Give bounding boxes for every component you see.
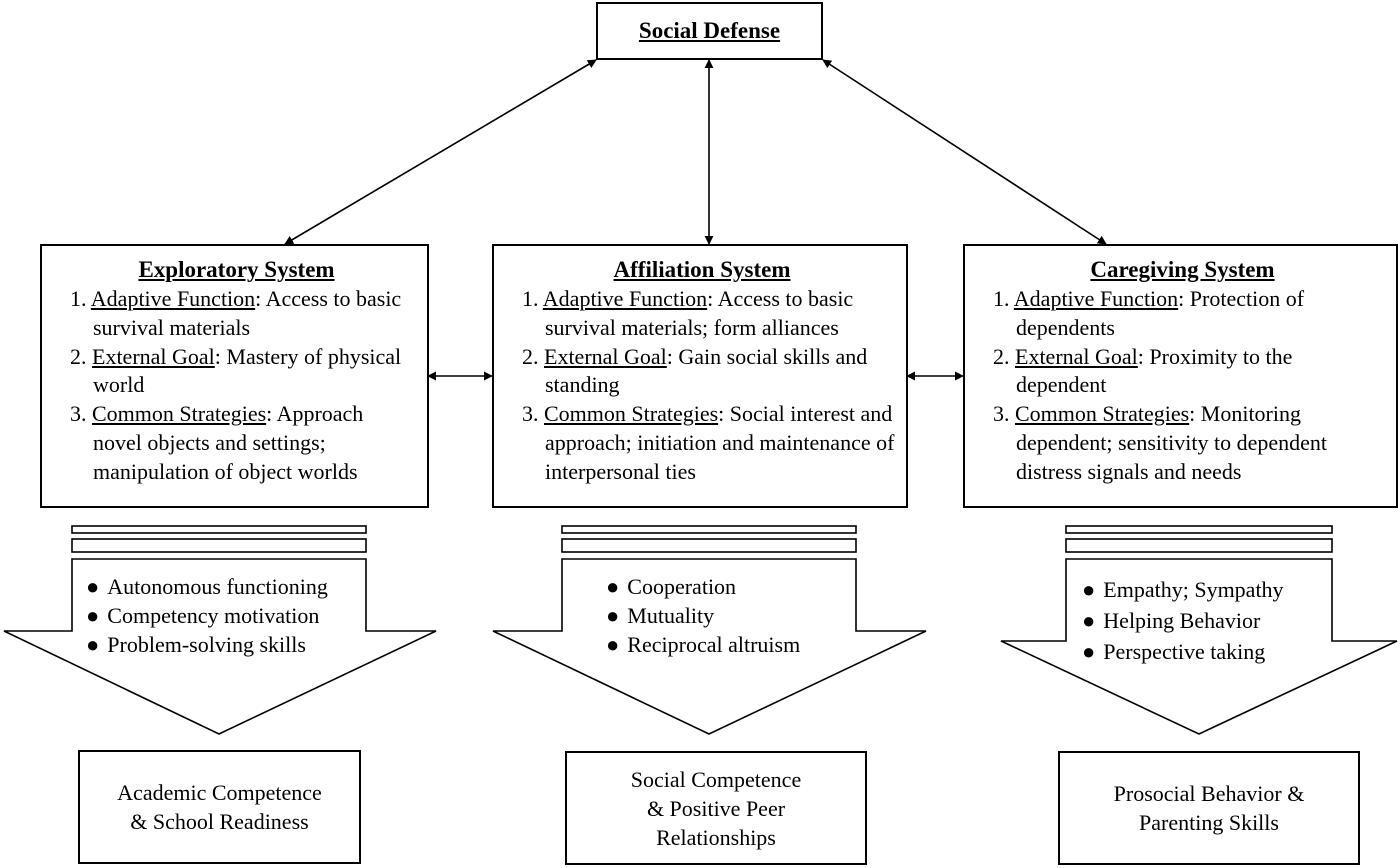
outcome-line: & Positive Peer <box>646 795 786 821</box>
bullet-text: Empathy; Sympathy <box>1103 577 1284 602</box>
caregiving-system-title: Caregiving System <box>1090 257 1275 282</box>
double-bar-exploratory-top <box>71 525 367 534</box>
social-defense-title: Social Defense <box>638 18 781 43</box>
down-arrow-exploratory <box>3 558 437 735</box>
double-bar-exploratory-bottom <box>71 538 367 553</box>
exploratory-system-title: Exploratory System <box>138 257 335 282</box>
bullet-item: ● Perspective taking <box>1082 636 1284 667</box>
outcome-line: & School Readiness <box>130 809 309 834</box>
item-text: : Gain social skills and standing <box>545 343 868 398</box>
outcome-box-academic: Academic Competence & School Readiness <box>78 750 361 864</box>
item-text: : Access to basic survival materials; fo… <box>545 286 854 340</box>
item-key: Adaptive Function <box>90 286 256 311</box>
bullet-text: Helping Behavior <box>1103 608 1261 633</box>
caregiving-system-box: Caregiving System 1. Adaptive Function: … <box>963 244 1398 508</box>
exploratory-item-adaptive-function: 1. Adaptive Function: Access to basic su… <box>56 285 417 343</box>
item-number: 2. <box>70 343 92 369</box>
arrow-social-defense-exploratory <box>284 59 597 245</box>
outcome-box-prosocial: Prosocial Behavior & Parenting Skills <box>1058 751 1360 865</box>
affiliation-item-common-strategies: 3. Common Strategies: Social interest an… <box>508 400 896 486</box>
item-number: 1. <box>522 286 543 311</box>
affiliation-item-external-goal: 2. External Goal: Gain social skills and… <box>508 343 896 401</box>
item-key: Common Strategies <box>92 401 267 427</box>
bullet-text: Perspective taking <box>1103 639 1266 664</box>
outcome-line: Social Competence <box>630 766 802 792</box>
affiliation-item-adaptive-function: 1. Adaptive Function: Access to basic su… <box>508 285 896 343</box>
outcome-line: Relationships <box>656 824 776 850</box>
exploratory-item-common-strategies: 3. Common Strategies: Approach novel obj… <box>56 400 417 486</box>
bullet-item: ● Reciprocal altruism <box>606 630 800 659</box>
item-text: : Mastery of physical world <box>93 343 402 398</box>
item-number: 2. <box>993 343 1015 369</box>
item-text: : Monitoring dependent; sensitivity to d… <box>1016 401 1327 484</box>
caregiving-bullet-list: ● Empathy; Sympathy ● Helping Behavior ● Pe… <box>1082 574 1284 667</box>
item-number: 3. <box>522 401 544 427</box>
bullet-icon: ● <box>86 603 100 628</box>
bullet-text: Competency motivation <box>107 603 320 628</box>
bullet-icon: ● <box>606 603 620 628</box>
double-bar-affiliation-top <box>561 525 857 534</box>
caregiving-item-adaptive-function: 1. Adaptive Function: Protection of depe… <box>979 285 1386 343</box>
bullet-icon: ● <box>1082 577 1096 602</box>
bullet-text: Mutuality <box>627 603 715 628</box>
affiliation-system-title: Affiliation System <box>613 257 791 282</box>
item-key: Adaptive Function <box>542 286 708 311</box>
outcome-line: Parenting Skills <box>1139 810 1279 835</box>
bullet-text: Problem-solving skills <box>107 632 306 657</box>
bullet-icon: ● <box>606 632 620 657</box>
item-text: : Approach novel objects and settings; m… <box>93 401 364 484</box>
item-key: External Goal <box>544 343 667 369</box>
caregiving-item-common-strategies: 3. Common Strategies: Monitoring depende… <box>979 400 1386 486</box>
exploratory-item-external-goal: 2. External Goal: Mastery of physical wo… <box>56 343 417 401</box>
bullet-item: ● Cooperation <box>606 572 800 601</box>
social-defense-box: Social Defense <box>596 2 823 60</box>
outcome-box-social: Social Competence & Positive Peer Relati… <box>565 751 867 865</box>
bullet-icon: ● <box>1082 608 1096 633</box>
double-bar-caregiving-top <box>1065 525 1333 534</box>
caregiving-item-external-goal: 2. External Goal: Proximity to the depen… <box>979 343 1386 401</box>
down-arrow-affiliation <box>492 558 927 735</box>
item-number: 2. <box>522 343 544 369</box>
item-key: Common Strategies <box>544 401 719 427</box>
outcome-line: Prosocial Behavior & <box>1113 781 1305 806</box>
bullet-item: ● Helping Behavior <box>1082 605 1284 636</box>
bullet-item: ● Mutuality <box>606 601 800 630</box>
item-number: 3. <box>70 401 92 427</box>
bullet-item: ● Empathy; Sympathy <box>1082 574 1284 605</box>
exploratory-bullet-list: ● Autonomous functioning ● Competency moti… <box>86 572 328 659</box>
down-arrow-caregiving <box>1000 558 1398 735</box>
affiliation-system-box: Affiliation System 1. Adaptive Function:… <box>492 244 908 508</box>
item-key: External Goal <box>92 343 215 369</box>
item-key: Common Strategies <box>1015 401 1190 427</box>
bullet-item: ● Problem-solving skills <box>86 630 328 659</box>
item-text: : Access to basic survival materials <box>93 286 402 340</box>
item-text: : Proximity to the dependent <box>1016 343 1293 398</box>
arrow-social-defense-caregiving <box>822 59 1107 245</box>
bullet-icon: ● <box>606 574 620 599</box>
bullet-icon: ● <box>86 632 100 657</box>
bullet-item: ● Competency motivation <box>86 601 328 630</box>
double-bar-affiliation-bottom <box>561 538 857 553</box>
bullet-text: Cooperation <box>627 574 737 599</box>
affiliation-bullet-list: ● Cooperation ● Mutuality ● Reciprocal altr… <box>606 572 800 659</box>
exploratory-system-box: Exploratory System 1. Adaptive Function:… <box>40 244 429 508</box>
item-key: External Goal <box>1015 343 1138 369</box>
double-bar-caregiving-bottom <box>1065 538 1333 553</box>
bullet-text: Reciprocal altruism <box>627 632 801 657</box>
item-number: 3. <box>993 401 1015 427</box>
bullet-item: ● Autonomous functioning <box>86 572 328 601</box>
item-text: : Protection of dependents <box>1016 286 1305 340</box>
bullet-icon: ● <box>86 574 100 599</box>
bullet-text: Autonomous functioning <box>107 574 328 599</box>
item-number: 1. <box>993 286 1014 311</box>
bullet-icon: ● <box>1082 639 1096 664</box>
outcome-line: Academic Competence <box>117 780 322 805</box>
item-key: Adaptive Function <box>1013 286 1179 311</box>
item-text: : Social interest and approach; initiati… <box>545 401 895 484</box>
item-number: 1. <box>70 286 91 311</box>
